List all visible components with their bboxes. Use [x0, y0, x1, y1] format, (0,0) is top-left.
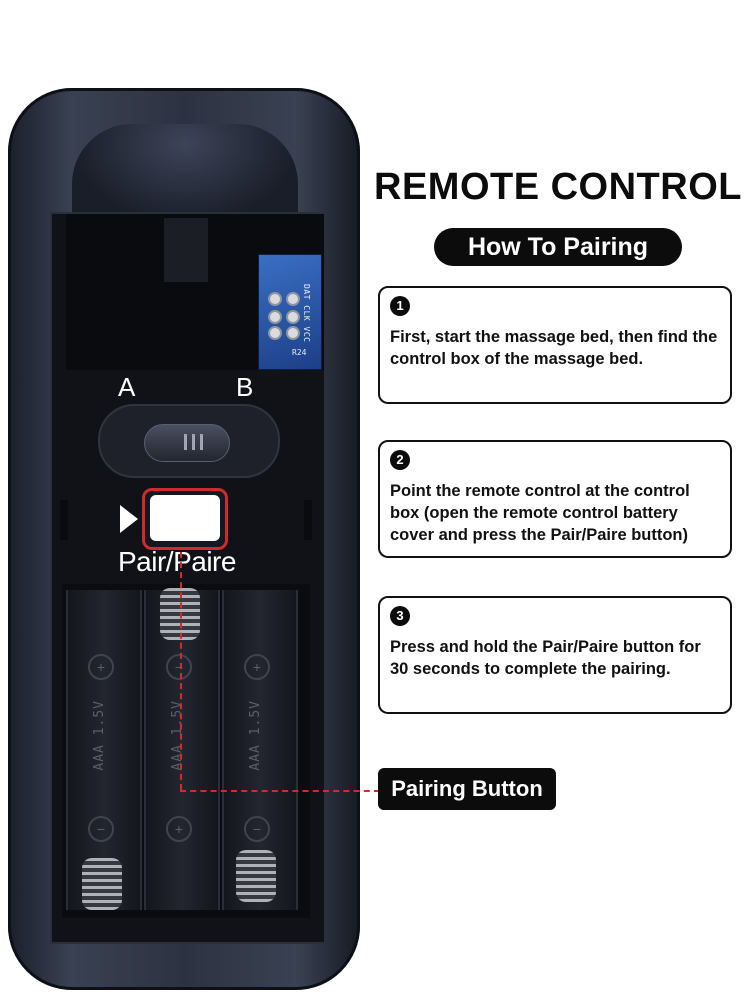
step-number-icon: 3 [390, 606, 410, 626]
pair-arrow-icon [120, 505, 138, 533]
pcb-pad [286, 310, 300, 324]
polarity-minus-icon: − [244, 816, 270, 842]
switch-label-b: B [236, 372, 254, 402]
step-text: Point the remote control at the control … [390, 482, 690, 544]
battery-spring-icon [82, 858, 122, 910]
polarity-minus-icon: − [88, 816, 114, 842]
guide-line-vertical [180, 552, 182, 790]
battery-label: AAA 1.5V [92, 700, 107, 771]
side-latch [304, 500, 312, 540]
switch-grip [184, 434, 187, 450]
remote-top-cap [72, 124, 298, 224]
battery-slot-2 [144, 590, 220, 910]
switch-grip [200, 434, 203, 450]
pcb-pad [286, 326, 300, 340]
panel-tab [164, 218, 208, 282]
page-title: REMOTE CONTROL [374, 166, 742, 208]
side-latch [60, 500, 68, 540]
step-number-icon: 2 [390, 450, 410, 470]
pcb-pad [286, 292, 300, 306]
pcb-pad [268, 310, 282, 324]
pcb-pin-labels: DAT CLK VCC [302, 284, 311, 343]
battery-label: AAA 1.5V [170, 700, 185, 771]
pairing-button-callout: Pairing Button [378, 768, 556, 810]
step-number-icon: 1 [390, 296, 410, 316]
ab-switch[interactable] [144, 424, 230, 462]
step-card-1: 1 First, start the massage bed, then fin… [378, 286, 732, 404]
polarity-plus-icon: + [88, 654, 114, 680]
guide-line-horizontal [180, 790, 380, 792]
step-text: First, start the massage bed, then find … [390, 328, 718, 368]
step-card-2: 2 Point the remote control at the contro… [378, 440, 732, 558]
pair-button-label: Pair/Paire [118, 546, 236, 577]
polarity-plus-icon: + [166, 816, 192, 842]
pcb-pad [268, 292, 282, 306]
pcb-component-label: R24 [292, 348, 307, 357]
battery-label: AAA 1.5V [248, 700, 263, 771]
battery-spring-icon [236, 850, 276, 902]
step-text: Press and hold the Pair/Paire button for… [390, 638, 701, 678]
pair-button[interactable] [150, 495, 220, 541]
switch-grip [192, 434, 195, 450]
battery-slot-1 [66, 590, 142, 910]
switch-label-a: A [118, 372, 136, 402]
polarity-minus-icon: − [166, 654, 192, 680]
page-subtitle: How To Pairing [434, 228, 682, 266]
step-card-3: 3 Press and hold the Pair/Paire button f… [378, 596, 732, 714]
pcb-pad [268, 326, 282, 340]
polarity-plus-icon: + [244, 654, 270, 680]
